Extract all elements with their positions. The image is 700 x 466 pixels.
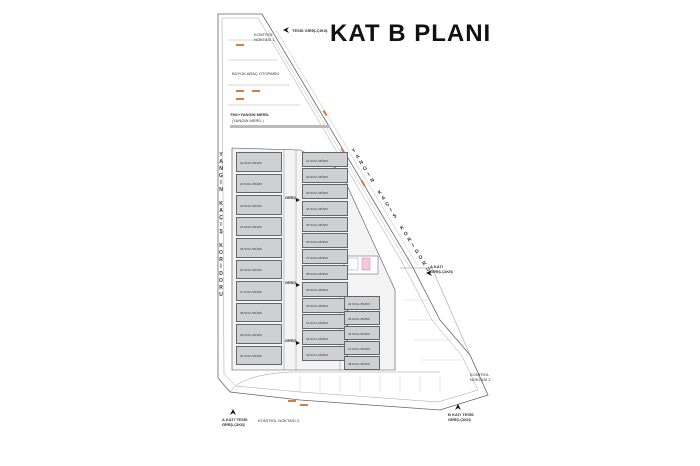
unit-block: 33 NOLU BÜRO: [302, 184, 348, 200]
unit-label: 46 NOLU BÜRO: [348, 331, 371, 336]
label-kontrol-1: KONTROL NOKTASI 1: [254, 32, 275, 42]
unit-label: 32 NOLU BÜRO: [306, 174, 329, 179]
unit-label: 24 NOLU BÜRO: [240, 225, 263, 230]
unit-label: 47 NOLU BÜRO: [348, 346, 371, 351]
label-giris-3: GİRİŞ: [285, 338, 296, 343]
unit-label: 37 NOLU BÜRO: [306, 255, 329, 260]
unit-block: 35 NOLU BÜRO: [302, 216, 348, 232]
stair-icon: [347, 257, 359, 271]
unit-block: 47 NOLU BÜRO: [344, 341, 380, 355]
unit-block: 34 NOLU BÜRO: [302, 200, 348, 216]
unit-block: 25 NOLU BÜRO: [236, 238, 282, 258]
unit-label: 45 NOLU BÜRO: [348, 316, 371, 321]
unit-label: 29 NOLU BÜRO: [240, 332, 263, 337]
arrow-top-icon: [283, 27, 289, 33]
unit-block: 45 NOLU BÜRO: [344, 311, 380, 325]
arrow-giris-3-icon: [296, 341, 300, 345]
label-a-kati-right: A KATI GİRİŞ-ÇIKIŞ: [430, 264, 453, 274]
label-giris-2: GİRİŞ: [285, 280, 296, 285]
unit-label: 38 NOLU BÜRO: [306, 271, 329, 276]
label-merdiven-2: (YANGIN MERD.): [232, 118, 264, 123]
unit-label: 41 NOLU BÜRO: [306, 320, 329, 325]
entrance-arrows: [230, 27, 461, 415]
unit-block: 28 NOLU BÜRO: [236, 302, 282, 322]
unit-block: 32 NOLU BÜRO: [302, 168, 348, 184]
unit-block: 46 NOLU BÜRO: [344, 326, 380, 340]
label-merdiven: TM1+YANGIN MERD.: [230, 112, 270, 117]
unit-label: 27 NOLU BÜRO: [240, 289, 263, 294]
label-b-kati: B KATI TESİS GİRİŞ-ÇIKIŞ: [448, 412, 474, 422]
unit-label: 30 NOLU BÜRO: [240, 354, 263, 359]
building-top-wall: [230, 125, 330, 128]
unit-label: 31 NOLU BÜRO: [306, 158, 329, 163]
arrow-giris-1-icon: [296, 198, 300, 202]
unit-block: 21 NOLU BÜRO: [236, 152, 282, 172]
unit-block: 22 NOLU BÜRO: [236, 173, 282, 193]
unit-label: 44 NOLU BÜRO: [348, 301, 371, 306]
unit-block: 27 NOLU BÜRO: [236, 281, 282, 301]
parking-markers: [236, 44, 260, 100]
unit-label: 33 NOLU BÜRO: [306, 190, 329, 195]
unit-label: 26 NOLU BÜRO: [240, 268, 263, 273]
elevator-icon: [361, 257, 371, 271]
arrow-bottom-right-icon: [455, 404, 461, 410]
unit-block: 38 NOLU BÜRO: [302, 265, 348, 281]
unit-block: 40 NOLU BÜRO: [302, 297, 348, 313]
unit-label: 42 NOLU BÜRO: [306, 336, 329, 341]
unit-label: 48 NOLU BÜRO: [348, 361, 371, 366]
unit-label: 34 NOLU BÜRO: [306, 207, 329, 212]
unit-block: 48 NOLU BÜRO: [344, 356, 380, 370]
unit-block: 37 NOLU BÜRO: [302, 249, 348, 265]
label-tesis-top: TESİS GİRİŞ-ÇIKIŞ: [292, 28, 328, 33]
diagonal-road: [267, 29, 419, 269]
right-ramp: [400, 267, 471, 356]
unit-block: 24 NOLU BÜRO: [236, 216, 282, 236]
label-a-kati-bottom: A KATI TESİS GİRİŞ-ÇIKIŞ: [222, 417, 248, 427]
arrow-right-icon: [426, 270, 432, 276]
site-boundary: [217, 13, 489, 411]
top-parking: [228, 39, 300, 106]
label-giris-1: GİRİŞ: [285, 195, 296, 200]
plan-title: KAT B PLANI: [330, 20, 492, 47]
bottom-parking: [299, 376, 441, 392]
unit-block: 29 NOLU BÜRO: [236, 324, 282, 344]
unit-block: 26 NOLU BÜRO: [236, 259, 282, 279]
unit-label: 22 NOLU BÜRO: [240, 182, 263, 187]
unit-label: 23 NOLU BÜRO: [240, 203, 263, 208]
unit-block: 36 NOLU BÜRO: [302, 233, 348, 248]
bottom-road: [229, 371, 440, 393]
unit-block: 31 NOLU BÜRO: [302, 152, 348, 167]
unit-label: 36 NOLU BÜRO: [306, 239, 329, 244]
unit-label: 40 NOLU BÜRO: [306, 304, 329, 309]
unit-label: 43 NOLU BÜRO: [306, 352, 329, 357]
unit-block: 43 NOLU BÜRO: [302, 346, 348, 362]
label-kontrol-2: KONTROL NOKTASI 2: [470, 372, 491, 382]
core-block: [343, 255, 379, 275]
unit-block: 42 NOLU BÜRO: [302, 330, 348, 346]
unit-label: 39 NOLU BÜRO: [306, 288, 329, 293]
arrow-bottom-left-icon: [230, 409, 236, 415]
unit-block: 23 NOLU BÜRO: [236, 195, 282, 215]
unit-label: 35 NOLU BÜRO: [306, 223, 329, 228]
unit-label: 21 NOLU BÜRO: [240, 160, 263, 165]
unit-label: 28 NOLU BÜRO: [240, 311, 263, 316]
unit-block: 30 NOLU BÜRO: [236, 345, 282, 365]
ramp-stripes: [404, 299, 462, 361]
bottom-markers: [288, 400, 308, 406]
inner-boundary: [221, 17, 479, 403]
unit-block: 44 NOLU BÜRO: [344, 296, 380, 310]
unit-label: 25 NOLU BÜRO: [240, 246, 263, 251]
unit-block: 39 NOLU BÜRO: [302, 281, 348, 297]
unit-block: 41 NOLU BÜRO: [302, 314, 348, 329]
arrow-giris-2-icon: [296, 283, 300, 287]
label-kontrol-3: KONTROL NOKTASI 3: [258, 418, 299, 423]
label-koridor-left: YANGIN KAÇIŞ KORİDORU: [218, 152, 224, 299]
label-buyuk-arac: BÜYÜK ARAÇ OTOPARKI: [232, 71, 280, 76]
